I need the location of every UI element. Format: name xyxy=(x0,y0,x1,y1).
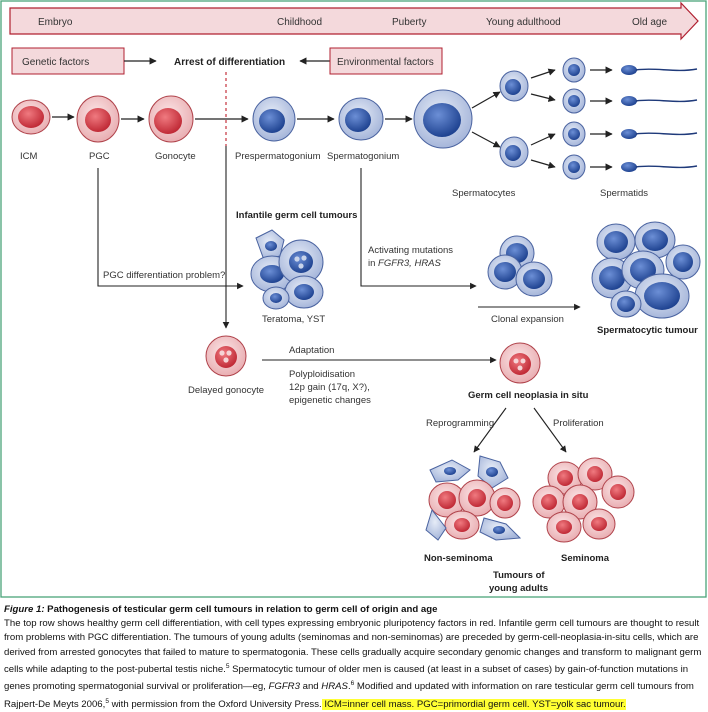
cell-spermatocyte-1 xyxy=(499,70,529,102)
label-pgc-problem: PGC differentiation problem? xyxy=(103,270,225,281)
pgc-problem-line xyxy=(97,168,226,287)
arrow-proliferation xyxy=(533,407,567,453)
caption-gene1: FGFR3 xyxy=(268,681,300,693)
arrow-reprogramming xyxy=(473,407,507,453)
label-activating-line2: in FGFR3, HRAS xyxy=(368,258,442,269)
caption-title: Figure 1: Pathogenesis of testicular ger… xyxy=(4,603,704,617)
caption-part5: with permission from the Oxford Universi… xyxy=(108,698,322,710)
label-proliferation: Proliferation xyxy=(553,418,604,429)
label-young-adults-1: Tumours of xyxy=(493,570,545,581)
environmental-factors-box xyxy=(329,47,443,75)
cell-spermatocyte-2 xyxy=(499,136,529,168)
figure-frame xyxy=(0,0,707,598)
seminoma-cluster xyxy=(532,457,635,543)
caption-part4: Modified and updated with information on… xyxy=(4,681,694,710)
arrow-sc1-down xyxy=(530,93,556,102)
cell-spermatogonium xyxy=(338,97,384,141)
round-spermatid-4 xyxy=(562,154,586,180)
factors-row: Genetic factors Arrest of differentiatio… xyxy=(11,47,443,75)
arrest-label: Arrest of differentiation xyxy=(174,57,285,68)
age-timeline: Embryo Childhood Puberty Young adulthood… xyxy=(9,1,699,41)
infantile-tumour-cluster xyxy=(250,229,324,310)
label-poly-line3: epigenetic changes xyxy=(289,395,371,406)
timeline-puberty: Puberty xyxy=(392,17,426,28)
label-spermatocytic: Spermatocytic tumour xyxy=(597,325,698,336)
clonal-cluster xyxy=(487,235,553,297)
label-prespermatogonium: Prespermatogonium xyxy=(235,151,321,162)
caption-ref-5a: 5 xyxy=(225,662,230,670)
label-young-adults-2: young adults xyxy=(489,583,548,594)
label-spermatids: Spermatids xyxy=(600,188,648,199)
label-reprogramming: Reprogramming xyxy=(426,418,494,429)
arrow-sc2-down xyxy=(530,159,556,169)
round-spermatid-3 xyxy=(562,121,586,147)
pathogenesis-diagram: Embryo Childhood Puberty Young adulthood… xyxy=(0,0,707,598)
spermatocytic-tumour-cluster xyxy=(591,221,701,319)
label-clonal-expansion: Clonal expansion xyxy=(491,314,564,325)
caption-abbreviations-highlight: ICM=inner cell mass. PGC=primordial germ… xyxy=(321,698,626,710)
caption-ref-6: 6 xyxy=(350,680,355,688)
label-non-seminoma: Non-seminoma xyxy=(424,553,493,564)
label-gonocyte: Gonocyte xyxy=(155,151,196,162)
label-poly-line1: Polyploidisation xyxy=(289,369,355,380)
label-adaptation: Adaptation xyxy=(289,345,334,356)
activating-mutations-line xyxy=(360,168,477,290)
spermatid-3 xyxy=(621,129,698,139)
caption-part2: Spermatocytic tumour of older men is cau… xyxy=(4,664,689,693)
label-infantile-title: Infantile germ cell tumours xyxy=(236,210,357,221)
genetic-factors-label: Genetic factors xyxy=(22,57,89,68)
cell-pgc xyxy=(76,95,120,143)
caption-figure-label: Figure 1: xyxy=(4,604,45,615)
round-spermatid-1 xyxy=(562,57,586,83)
caption-ref-5b: 5 xyxy=(105,697,109,705)
figure-caption: Figure 1: Pathogenesis of testicular ger… xyxy=(4,603,704,712)
label-pgc: PGC xyxy=(89,151,110,162)
round-spermatid-2 xyxy=(562,88,586,114)
caption-gene2: HRAS xyxy=(321,681,348,693)
cell-prespermatogonium xyxy=(252,96,296,142)
arrow-sc1-up xyxy=(530,68,556,79)
cell-primary-spermatocyte xyxy=(413,89,473,149)
label-icm: ICM xyxy=(20,151,38,162)
timeline-old-age: Old age xyxy=(632,17,667,28)
cell-delayed-gonocyte xyxy=(205,335,247,377)
label-gcnis: Germ cell neoplasia in situ xyxy=(468,390,589,401)
label-infantile-types: Teratoma, YST xyxy=(262,314,325,325)
non-seminoma-cluster xyxy=(425,455,522,541)
cell-icm xyxy=(11,99,51,135)
timeline-embryo: Embryo xyxy=(38,17,73,28)
spermatid-2 xyxy=(621,96,698,106)
label-poly-line2: 12p gain (17q, X?), xyxy=(289,382,370,393)
timeline-childhood: Childhood xyxy=(277,17,322,28)
arrow-branch-down xyxy=(471,131,501,148)
cell-gonocyte xyxy=(148,95,194,143)
label-spermatocytes: Spermatocytes xyxy=(452,188,516,199)
arrow-sc2-up xyxy=(530,133,556,146)
caption-part1: The top row shows healthy germ cell diff… xyxy=(4,618,702,675)
label-delayed-gonocyte: Delayed gonocyte xyxy=(188,385,264,396)
environmental-factors-label: Environmental factors xyxy=(337,57,434,68)
cell-gcnis xyxy=(499,342,541,384)
genetic-factors-box xyxy=(11,47,125,75)
spermatid-1 xyxy=(621,65,698,75)
caption-body: The top row shows healthy germ cell diff… xyxy=(4,617,704,712)
label-spermatogonium: Spermatogonium xyxy=(327,151,399,162)
spermatid-4 xyxy=(621,162,698,172)
label-seminoma: Seminoma xyxy=(561,553,610,564)
timeline-young-adulthood: Young adulthood xyxy=(486,17,561,28)
caption-and: and xyxy=(299,681,322,693)
caption-title-text: Pathogenesis of testicular germ cell tum… xyxy=(44,604,438,615)
arrow-branch-up xyxy=(471,91,501,109)
caption-part3: . xyxy=(347,681,351,693)
label-activating-line1: Activating mutations xyxy=(368,245,453,256)
